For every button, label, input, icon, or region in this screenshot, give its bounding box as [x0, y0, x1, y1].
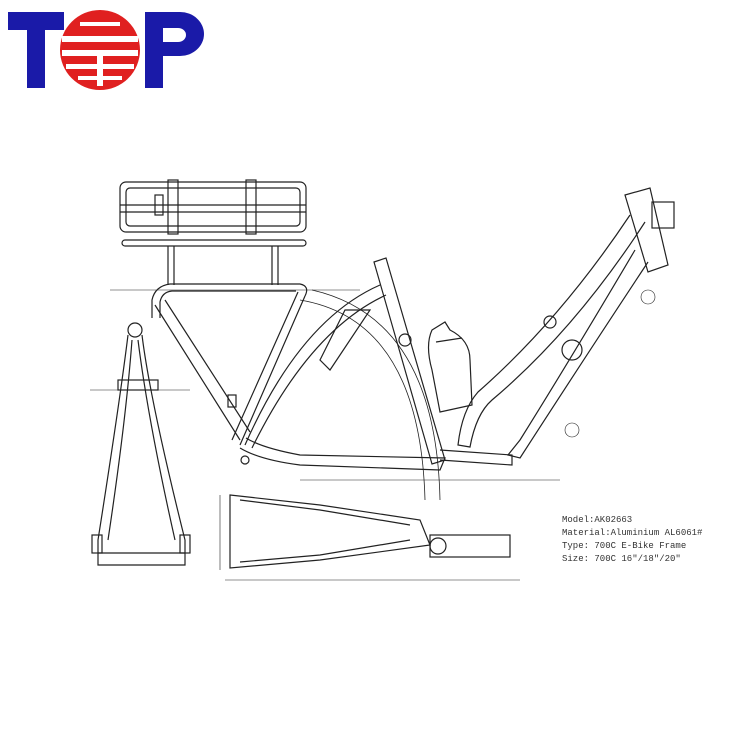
main-frame-side-view [239, 187, 675, 501]
spec-size: Size: 700C 16"/18"/20" [562, 554, 681, 564]
logo-p [145, 12, 204, 88]
frame-specifications: Model:AK02663 Material:Aluminium AL6061#… [562, 514, 702, 566]
spec-model: Model:AK02663 [562, 515, 633, 525]
top-logo [8, 10, 204, 90]
spec-type: Type: 700C E-Bike Frame [562, 541, 687, 551]
logo-emblem [60, 10, 140, 90]
dimension-lines [110, 289, 656, 481]
water-bottle [427, 321, 473, 413]
rear-rack-basket [119, 179, 308, 446]
spec-material: Material:Aluminium AL6061# [562, 528, 703, 538]
swingarm-top-view [219, 494, 520, 581]
rear-fork-front-view [90, 322, 191, 566]
logo-t-stem [27, 12, 45, 88]
